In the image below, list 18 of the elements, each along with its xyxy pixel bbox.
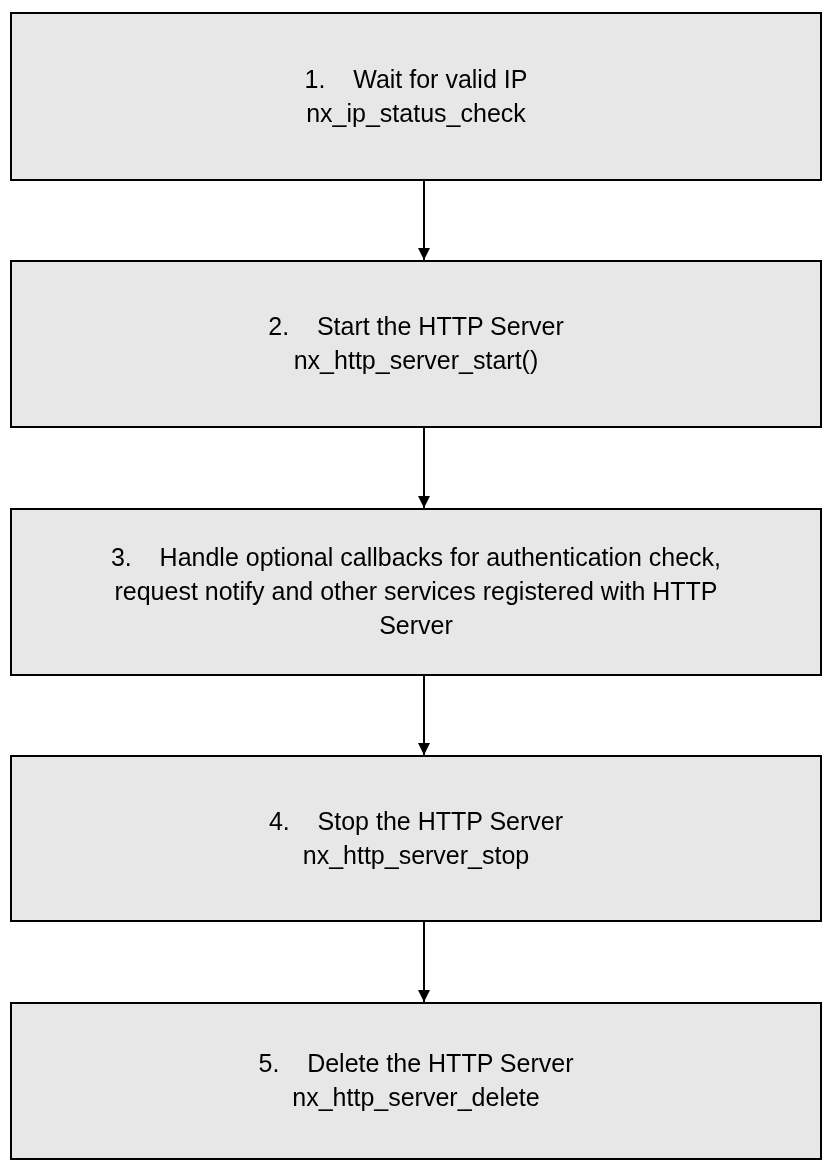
arrow — [418, 675, 430, 756]
process-box — [10, 755, 822, 922]
arrow — [418, 180, 430, 261]
process-box — [10, 508, 822, 676]
step-text: 5. Delete the HTTP Server — [258, 1048, 574, 1080]
step-text: nx_http_server_stop — [302, 839, 530, 871]
arrow — [418, 921, 430, 1003]
step-text: 1. Wait for valid IP — [304, 63, 528, 95]
arrow — [418, 427, 430, 509]
step-text: nx_http_server_delete — [292, 1082, 540, 1113]
process-box — [10, 12, 822, 181]
process-box — [10, 1002, 822, 1160]
step-text: nx_http_server_start() — [293, 345, 539, 376]
step-text: 2. Start the HTTP Server — [268, 311, 564, 343]
step-text: nx_ip_status_check — [306, 97, 526, 129]
step-text: 4. Stop the HTTP Server — [268, 805, 564, 837]
process-box — [10, 260, 822, 428]
step-text: 3. Handle optional callbacks for authentication check, request notify and other services registered with HTTP Server — [109, 542, 723, 641]
